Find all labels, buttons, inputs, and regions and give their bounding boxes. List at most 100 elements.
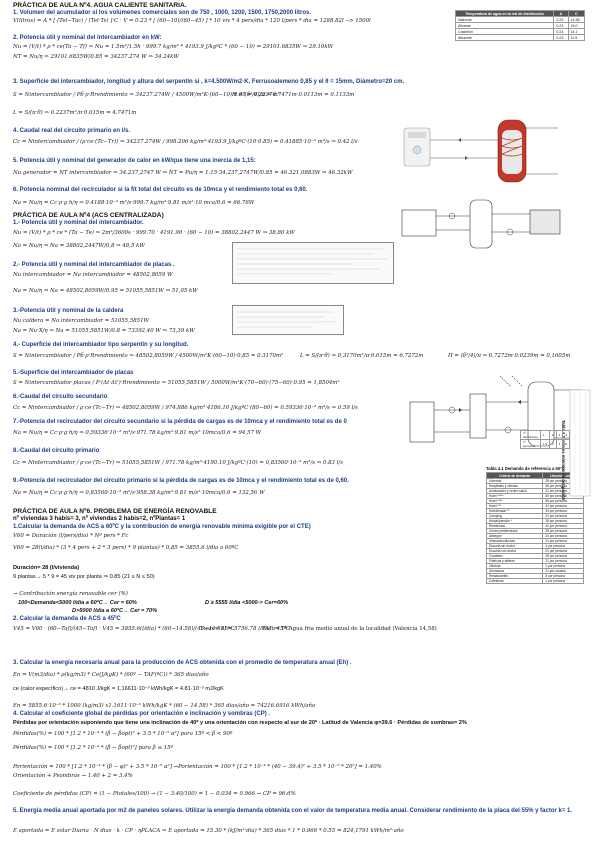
equation: E aportada = E solar·Diaria · N dias · k… [13, 828, 404, 834]
equation: S = Nintercambiador placas / P·(Δt·Δt')·… [13, 380, 340, 386]
table-title: Tabla 4.1 Demanda de referencia a 60ºC [486, 466, 565, 471]
equation: En = V(m3/dia) * ρ(kg/m3) * Ce(J/kgK) * … [13, 672, 209, 678]
equation: Nu intercambiador = Na intercambiador = … [13, 272, 173, 278]
heat-exchanger [401, 209, 437, 237]
text-line: 9 plantas→ 5 * 9 = 45 viv por planta ⇒ 0… [13, 574, 155, 580]
equation: H = (δ²/4)/π ⇒ 6,7272m·0.0239m = 0,1605m [448, 353, 571, 359]
equation: V60 = Duración (l/pers/dia) * Nº pers * … [13, 533, 129, 539]
equation: Na = Nu/η = Cc·ρ·g·h/η ⇒ 0.4188·10⁻³ m³/… [13, 200, 255, 206]
equation: Cc = Nintercambiador / (ρ·ce·(Tc−Tr)) ⇒ … [13, 139, 358, 145]
table-cell: 4 [555, 439, 564, 449]
equation: V(litros) = A * [ (Tel−Tac) / (Tel·Ts) ]… [13, 18, 371, 24]
equation: Na = Nu/η ⇒ Na = 48502,8059W/0.95 = 5105… [13, 288, 198, 294]
equation: Nu = (V/t) * ρ * ce(Ta − Tf) ⇒ Nu = 1.5m… [13, 44, 334, 50]
pump-icon [448, 406, 456, 414]
dashed-lines [499, 375, 523, 387]
question: 4. Calcular el coeficiente global de pér… [13, 711, 271, 717]
notes-lines [237, 248, 388, 275]
text-line: Pérdidas por orientación suponiendo que … [13, 720, 467, 726]
table-cell: nº dormitorios [520, 430, 541, 440]
equation: Cc = Nintercambiador / ρ·ce·(Tc−Tr) ⇒ 48… [13, 405, 358, 411]
equation: Nu generador = NT intercambiador ⇒ 34.23… [13, 170, 353, 176]
equation: Na = Nu/η = Cc·ρ·g·h/η ⇒ 0,59336·10⁻³ m³… [13, 430, 262, 436]
equation: ce (calor específico)→ ce = 4810 J/kgK =… [13, 686, 224, 692]
question: 3.-Potencia útil y nominal de la caldera [13, 308, 124, 314]
pump-icon [448, 212, 456, 220]
installation-schematic [401, 199, 561, 249]
question: 5. Energía media anual aportada por m2 d… [13, 808, 573, 814]
equation: Coeficiente de pérdidas (CP) = (1 − Ptot… [13, 791, 296, 797]
question: 5. Potencia útil y nominal del generador… [13, 158, 256, 164]
equation: L = S/(π·θ) ⇒ 0.2237m²/π·0.015m = 4.7471… [13, 110, 137, 116]
section-title: PRÁCTICA DE AULA Nº4. AGUA CALIENTE SANI… [13, 2, 187, 9]
equation: V60 = 28(l/dia) * (3 * 4 pers + 2 * 3 pe… [13, 545, 239, 551]
question: 3. Superficie del intercambiador, longit… [13, 79, 405, 85]
note: Tuso = 45ºC [200, 626, 235, 632]
boiler-dial [412, 145, 422, 155]
table-cell: 3 [555, 430, 564, 440]
text-line: D ≥ 5555 l/dia <5000-> Cer=60% [205, 600, 289, 606]
equation: Porientación = 100 * [1.2 * 10⁻⁴ * (β − … [13, 764, 382, 770]
table-cell: Albacete [454, 34, 555, 41]
equation: V45 = V60 · (60−Taf)/(45−Taf) · V45 = 38… [13, 626, 291, 632]
table-cell: 2 [549, 430, 557, 440]
boiler-box [529, 209, 561, 235]
boiler-tank-figure [403, 119, 558, 183]
equation: H = (δ²/4)/π ⇒ 4.7471m·0.0113m = 0.1133m [232, 92, 355, 98]
intro-text: nº viviendas 3 habis= 3, nº viviendas 2 … [13, 516, 186, 522]
equation: Nu caldera = Na intercambiador = 51055,5… [13, 318, 150, 324]
question: 4.- Cuperficie del intercambiador tipo s… [13, 342, 189, 348]
equation: Pérdidas(%) = 100 * [1.2 * 10⁻⁴ * (β − β… [13, 731, 233, 737]
boiler-shape [409, 401, 435, 443]
table-cell: 1 [539, 430, 551, 440]
table-cell: 11.5 [567, 34, 585, 41]
question: 2.- Potencia útil y nominal del intercam… [13, 262, 175, 268]
equation: Na = Nu/η ⇒ Na = 38802,2447W/0,8 ⇒ 48,5 … [13, 243, 145, 249]
question: 6.-Caudal del circuito secundario [13, 394, 108, 400]
table-cell: 0.23 [553, 34, 569, 41]
question: 2. Calcular la demanda de ACS a 45ºC [13, 616, 121, 622]
question: 7.-Potencia del recirculador del circuit… [13, 419, 347, 425]
notes-box [232, 242, 394, 284]
question: 6. Potencia nominal del recirculador si … [13, 187, 308, 193]
table-cell: 1 por persona [542, 578, 584, 584]
question: 1.- Potencia útil y nominal del intercam… [13, 220, 144, 226]
question: 8.-Caudal del circuito primario [13, 448, 100, 454]
text-line: Duración= 28 (l/vivienda) [13, 565, 80, 571]
table-cell: 1.5 [539, 439, 551, 449]
equation: S = Nintercambiador / Pδ·ρ·Rrendimiento … [13, 92, 280, 98]
plate-exchanger [469, 393, 487, 439]
storage-tank [469, 199, 493, 249]
notes-lines [237, 311, 337, 328]
question: 3. Calcular la energía necesaria anual p… [13, 660, 352, 666]
table-cell: Cafeterías [485, 578, 544, 584]
section-title: PRÁCTICA DE AULA Nº4 (ACS CENTRALIZADA) [13, 212, 164, 219]
pump-icon [506, 228, 514, 236]
equation: Na = Nu·X/η ⇒ Na = 51055,5851W/0.8 = 733… [13, 328, 195, 334]
equation: Na = Nu/η = Cc·ρ·g·h/η ⇒ 0,83560·10⁻³ m³… [13, 490, 265, 496]
note: TAF = Tª Agua fria medio anual de la loc… [262, 626, 437, 632]
rotated-table-strip [569, 389, 591, 497]
tank-inner [502, 130, 522, 174]
flow-arrows [458, 138, 468, 160]
boiler-panel [408, 132, 426, 138]
notes-box [232, 305, 344, 335]
text-line: D>5000 l/dia a 60ºC→ Cer = 70% [72, 608, 158, 614]
table-cell: nº personas [520, 439, 541, 449]
text-line: 100<Demanda<5000 l/dia a 60ºC→ Cer = 60% [18, 600, 137, 606]
text-line: → Contribución energía renovable cer (%) [13, 591, 128, 597]
coil-shape [500, 137, 523, 157]
water-temperature-table: Temperatura de agua en la red de distrib… [454, 10, 585, 41]
question: 2. Potencia útil y nominal del intercamb… [13, 35, 162, 41]
equation: L = S/(π·θ) ⇒ 0,3170m²/π·0.015m = 6,7272… [300, 353, 424, 359]
pump-icon [504, 426, 512, 434]
connection-pipes [436, 213, 530, 233]
table-row: Albacete 0.23 11.5 [454, 34, 585, 41]
question: 9.-Potencia del recirculador del circuit… [13, 478, 349, 484]
equation: En = 5855.6·10⁻³ * 1000 (kg/m3) x1.1611·… [13, 703, 316, 709]
question: 1.Calcular la demanda de ACS a 60ºC y la… [13, 524, 311, 530]
pipes [430, 139, 498, 159]
